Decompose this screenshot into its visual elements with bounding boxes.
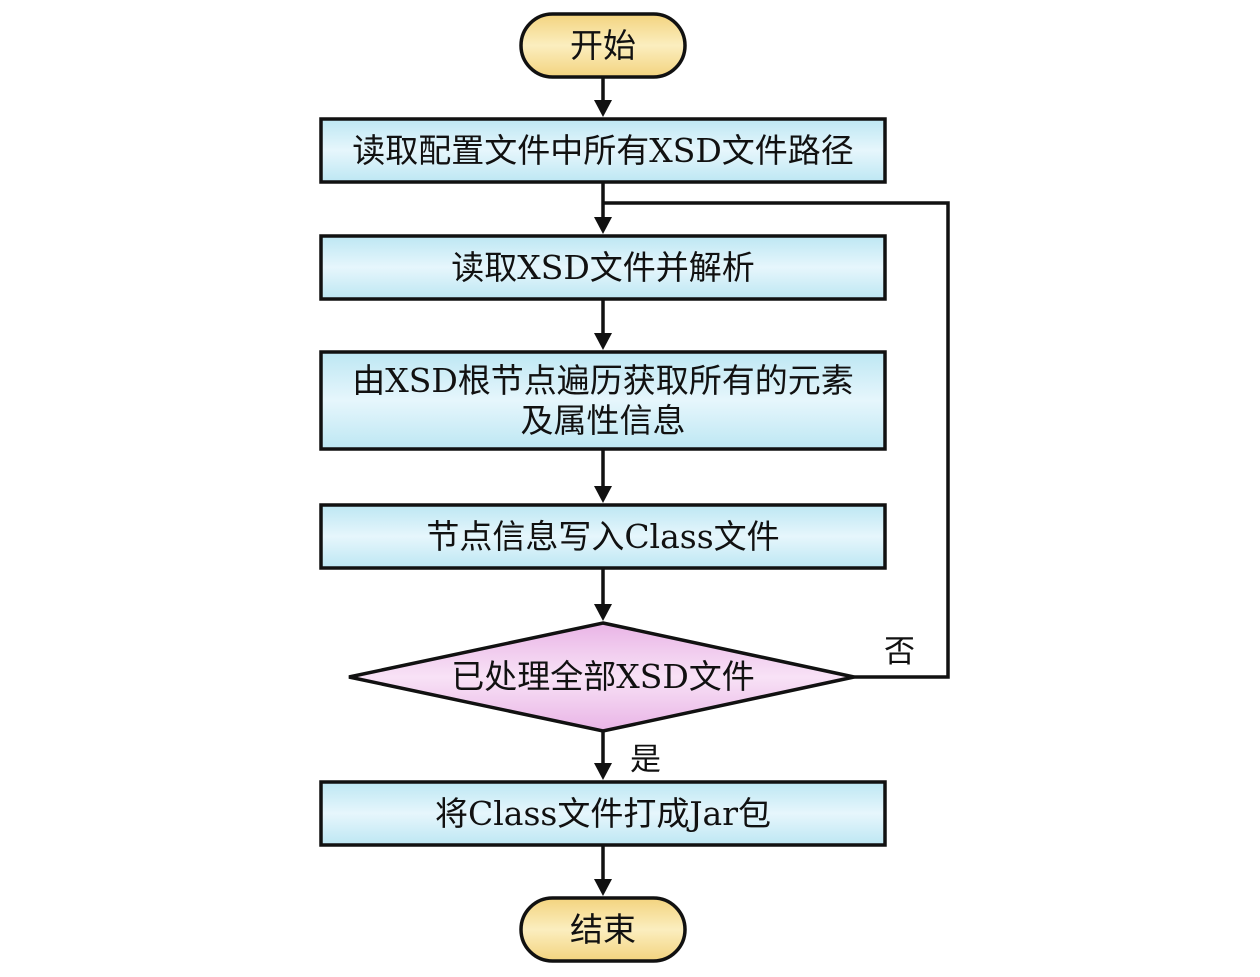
step1-label: 读取配置文件中所有XSD文件路径 [352,130,854,170]
arrow-step4-to-decision [594,568,612,621]
step1-box [319,117,887,184]
arrow-step3-to-step4 [594,449,612,503]
step3-label-line2: 及属性信息 [520,400,686,440]
loop-back-no-path [603,201,950,679]
step2-label: 读取XSD文件并解析 [451,247,755,287]
arrow-step2-to-step3 [594,299,612,350]
final-step-box [319,780,887,847]
decision-label: 已处理全部XSD文件 [451,656,755,696]
arrow-start-to-step1 [594,77,612,117]
step2-box [319,234,887,301]
arrow-decision-to-final [594,731,612,780]
arrow-step1-to-step2 [594,182,612,234]
step3-label-line1: 由XSD根节点遍历获取所有的元素 [352,360,854,400]
start-label: 开始 [570,25,636,65]
end-label: 结束 [570,909,636,949]
yes-branch-label: 是 [630,742,661,778]
no-branch-label: 否 [884,634,915,670]
end-terminal [519,896,687,963]
step3-label: 由XSD根节点遍历获取所有的元素 及属性信息 [321,352,885,449]
final-step-label: 将Class文件打成Jar包 [434,793,772,833]
step4-box [319,503,887,570]
step4-label: 节点信息写入Class文件 [426,516,780,556]
arrow-final-to-end [594,845,612,896]
